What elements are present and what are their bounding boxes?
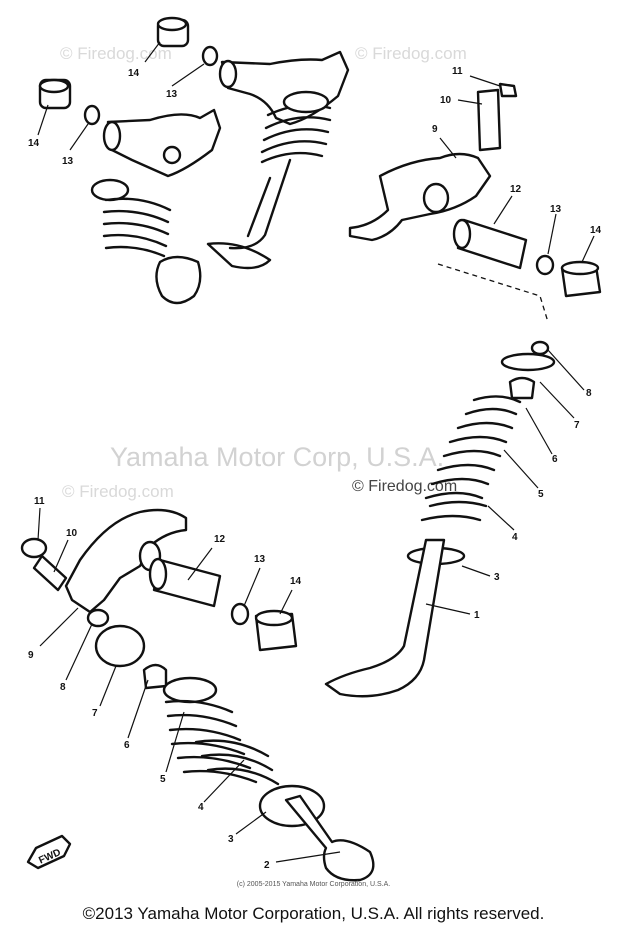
callout-label: 7 [92, 708, 98, 719]
callout-label: 14 [590, 225, 602, 236]
callout-label: 8 [586, 388, 592, 399]
valve-spring [260, 90, 332, 164]
watermark-firedog: © Firedog.com [62, 482, 174, 501]
callout-label: 14 [290, 576, 302, 587]
rocker-arm [106, 108, 222, 178]
callout-label: 11 [34, 496, 45, 507]
callout-label: 12 [510, 184, 522, 195]
middle-right-valve-stack [324, 340, 556, 698]
rocker-shaft-cap [38, 78, 72, 110]
callout-label: 9 [432, 124, 438, 135]
inner-spring [420, 500, 488, 522]
valve [284, 794, 375, 882]
callout-label: 7 [574, 420, 580, 431]
callout-label: 14 [28, 138, 40, 149]
watermark-yamaha: Yamaha Motor Corp, U.S.A. [110, 442, 445, 472]
callout-label: 4 [512, 532, 518, 543]
small-copyright: (c) 2005-2015 Yamaha Motor Corporation, … [236, 881, 391, 888]
spring-retainer [500, 352, 556, 372]
rocker-shaft-cap [560, 260, 602, 298]
watermark-firedog: © Firedog.com [60, 44, 172, 63]
rocker-shaft-cap [156, 16, 190, 48]
callout-label: 3 [494, 572, 500, 583]
upper-left-assembly [38, 16, 350, 305]
callout-label: 13 [550, 204, 562, 215]
o-ring [535, 254, 555, 276]
fwd-arrow-icon: FWD [26, 834, 72, 870]
callout-label: 6 [124, 740, 130, 751]
valve-spring [90, 178, 172, 258]
valve [228, 158, 292, 250]
rocker-arm [220, 50, 350, 126]
callout-label: 5 [538, 489, 544, 500]
valve [324, 538, 446, 698]
valve-stem-seal [508, 376, 536, 400]
o-ring [83, 104, 101, 126]
callout-label: 13 [62, 156, 74, 167]
callout-label: 8 [60, 682, 66, 693]
upper-right-assembly [348, 82, 602, 323]
callout-label: 9 [28, 650, 34, 661]
cotter [86, 608, 110, 628]
watermark-firedog: © Firedog.com [352, 478, 458, 495]
cotter [530, 340, 550, 356]
lower-left-assembly [20, 508, 375, 882]
callout-label: 13 [166, 89, 178, 100]
callouts-middle-right: 8 7 6 5 4 3 1 [425, 349, 592, 621]
callout-label: 4 [198, 802, 204, 813]
callout-label: 10 [66, 528, 78, 539]
callout-label: 2 [264, 860, 270, 871]
callout-label: 14 [128, 68, 140, 79]
outer-spring [424, 395, 522, 500]
rocker-shaft [218, 59, 238, 89]
lock-nut [476, 88, 502, 152]
inner-spring [194, 739, 280, 786]
lock-nut [20, 537, 48, 559]
callout-label: 10 [440, 95, 452, 106]
o-ring [201, 45, 219, 67]
callout-label: 11 [452, 66, 463, 77]
callouts-lower-left: 11 10 12 13 14 9 8 7 6 5 4 3 2 [28, 496, 341, 871]
adjusting-screw [498, 82, 518, 98]
callout-label: 6 [552, 454, 558, 465]
callouts-upper-right: 11 10 9 12 13 14 [432, 66, 602, 263]
spring-retainer [94, 624, 146, 668]
callout-label: 3 [228, 834, 234, 845]
adjusting-screw [32, 554, 68, 592]
outer-spring [162, 676, 258, 784]
rocker-arm [348, 152, 492, 242]
callout-label: 5 [160, 774, 166, 785]
o-ring [230, 602, 250, 626]
valve-stem-seal [142, 663, 168, 690]
rocker-shaft-cap [254, 609, 298, 652]
copyright-notice: ©2013 Yamaha Motor Corporation, U.S.A. A… [82, 904, 545, 923]
callout-label: 12 [214, 534, 226, 545]
callouts-upper-left: 14 13 14 13 [28, 41, 205, 167]
valve [155, 255, 202, 305]
callout-label: 13 [254, 554, 266, 565]
rocker-shaft [102, 120, 122, 152]
callout-label: 1 [474, 610, 480, 621]
watermark-firedog: © Firedog.com [355, 44, 467, 63]
